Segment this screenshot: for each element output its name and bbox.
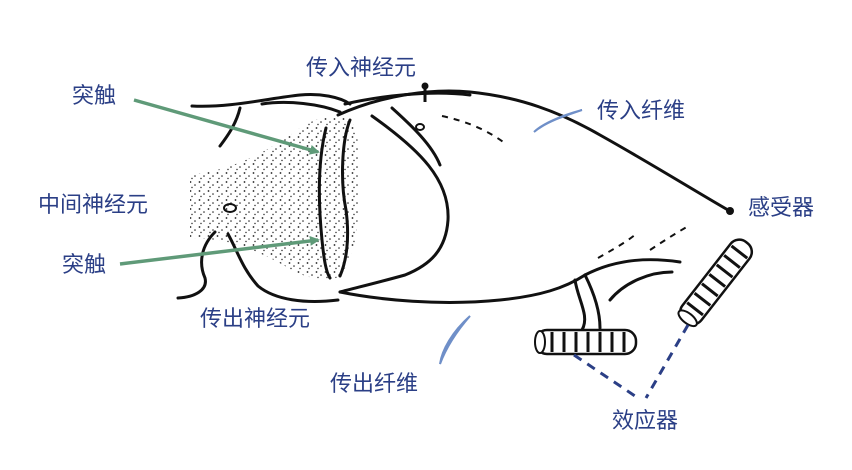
efferent-dashed-segment	[597, 233, 637, 259]
receptor-label: 感受器	[748, 196, 815, 221]
afferent-ganglion	[415, 82, 429, 131]
interneuron-nucleus	[223, 203, 237, 213]
afferent-fiber-pointer	[533, 109, 583, 133]
interneuron-label: 中间神经元	[38, 193, 149, 218]
afferent-neuron-label: 传入神经元	[306, 56, 417, 81]
receptor-dot	[726, 207, 734, 215]
synapse-top-label: 突触	[72, 84, 117, 109]
afferent-pathway	[317, 89, 730, 294]
efferent-pathway	[338, 258, 682, 332]
efferent-fiber-label: 传出纤维	[330, 372, 419, 397]
afferent-fiber-label: 传入纤维	[597, 99, 686, 124]
effector-pointers	[573, 324, 690, 400]
efferent-dashed-segment-2	[649, 224, 691, 251]
efferent-fiber-pointer	[439, 315, 471, 365]
synapse-bottom-label: 突触	[62, 253, 107, 278]
effector-muscle-left	[534, 328, 638, 356]
afferent-dashed-segment	[441, 115, 507, 145]
effector-muscle-right	[677, 238, 754, 328]
efferent-neuron-label: 传出神经元	[200, 307, 311, 332]
synapse-top-arrow	[133, 98, 320, 155]
effector-label: 效应器	[612, 409, 679, 434]
synapse-bottom-arrow	[119, 235, 320, 266]
